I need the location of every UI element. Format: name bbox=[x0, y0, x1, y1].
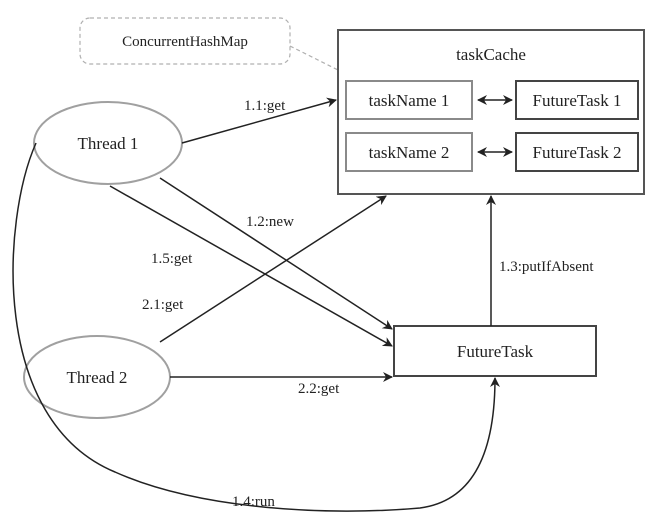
concurrenthashmap-callout: ConcurrentHashMap bbox=[79, 17, 339, 71]
cache-value-1-label: FutureTask 1 bbox=[533, 91, 622, 110]
edge-1-5-label: 1.5:get bbox=[151, 251, 193, 267]
callout-label: ConcurrentHashMap bbox=[122, 34, 248, 50]
thread-2-label: Thread 2 bbox=[67, 368, 128, 387]
thread-1-label: Thread 1 bbox=[78, 134, 139, 153]
edge-1-3-label: 1.3:putIfAbsent bbox=[499, 259, 594, 275]
thread-1-node: Thread 1 bbox=[33, 101, 183, 185]
callout-pointer bbox=[289, 45, 339, 71]
edge-labels: 1.1:get 1.2:new 1.5:get 2.1:get 1.3:putI… bbox=[142, 98, 594, 510]
edge-1-1-label: 1.1:get bbox=[244, 98, 286, 114]
cache-value-1 bbox=[515, 80, 639, 120]
edges bbox=[12, 97, 500, 512]
edge-1-5-arrow bbox=[109, 185, 393, 347]
cache-key-1-label: taskName 1 bbox=[369, 91, 450, 110]
edge-1-2-label: 1.2:new bbox=[246, 214, 294, 230]
cache-value-2-label: FutureTask 2 bbox=[533, 143, 622, 162]
future-task-label: FutureTask bbox=[457, 342, 534, 361]
edge-2-2-label: 2.2:get bbox=[298, 381, 340, 397]
cache-key-2-label: taskName 2 bbox=[369, 143, 450, 162]
thread-2-node: Thread 2 bbox=[23, 335, 171, 419]
cache-key-1 bbox=[345, 80, 473, 120]
future-task-node: FutureTask bbox=[393, 325, 597, 377]
edge-1-4-arrow bbox=[12, 142, 500, 512]
cache-value-2 bbox=[515, 132, 639, 172]
task-cache-title: taskCache bbox=[456, 45, 526, 64]
future-task-box bbox=[393, 325, 597, 377]
edge-2-1-label: 2.1:get bbox=[142, 297, 184, 313]
task-cache: taskCache taskName 1 FutureTask 1 taskNa… bbox=[337, 29, 645, 195]
edge-1-4-label: 1.4:run bbox=[232, 494, 275, 510]
cache-key-2 bbox=[345, 132, 473, 172]
edge-2-1-arrow bbox=[159, 195, 387, 343]
edge-1-1-arrow bbox=[181, 97, 337, 144]
edge-1-2-arrow bbox=[159, 177, 393, 330]
callout-box bbox=[79, 17, 291, 65]
